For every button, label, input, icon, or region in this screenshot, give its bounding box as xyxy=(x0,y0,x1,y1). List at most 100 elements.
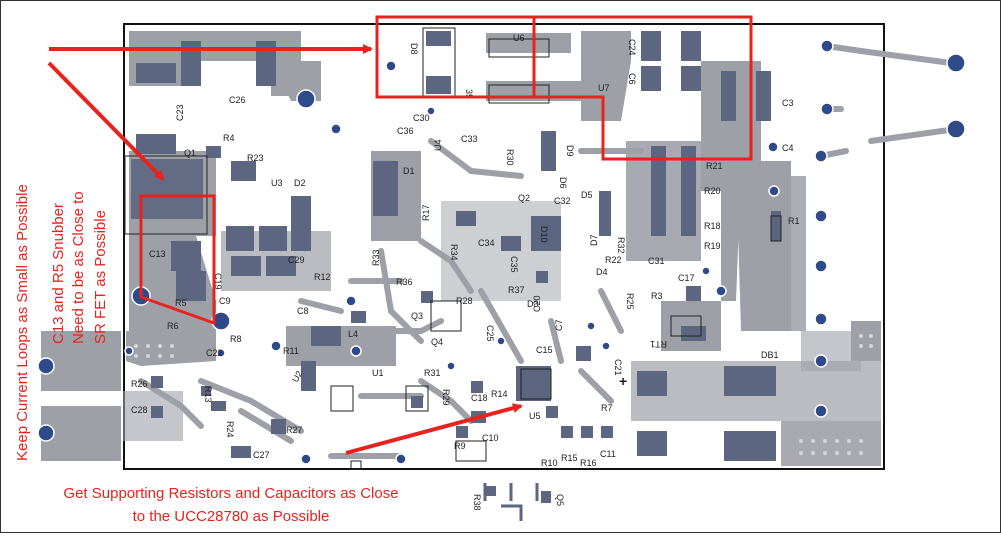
label-D8: D8 xyxy=(409,43,419,55)
label-R24: R24 xyxy=(225,421,235,438)
label-R7: R7 xyxy=(601,403,613,413)
label-C31: C31 xyxy=(648,256,665,266)
label-C27: C27 xyxy=(253,450,270,460)
label-C13: C13 xyxy=(149,249,166,259)
label-R9: R9 xyxy=(454,441,466,451)
label-C30: C30 xyxy=(413,113,430,123)
label-U4: U4 xyxy=(433,139,443,151)
label-R13: R13 xyxy=(203,386,213,403)
label-C6: C6 xyxy=(627,73,637,85)
label-D2: D2 xyxy=(294,178,306,188)
label-R27: R27 xyxy=(286,425,303,435)
q5-footprint xyxy=(483,483,539,521)
annotation-snubber-2: Need to be as Close to xyxy=(70,191,87,344)
label-R29: R29 xyxy=(441,389,451,406)
label-R36: R36 xyxy=(396,277,413,287)
thermal-via-array xyxy=(134,334,873,455)
label-C34: C34 xyxy=(478,238,495,248)
label-C3: C3 xyxy=(782,98,794,108)
label-R32: R32 xyxy=(616,237,626,254)
label-Q5: Q5 xyxy=(555,494,565,506)
label-C19: C19 xyxy=(213,273,223,290)
label-R33: R33 xyxy=(371,249,381,266)
label-C24: C24 xyxy=(627,39,637,56)
silkscreen-outlines xyxy=(124,27,782,470)
label-R11: R11 xyxy=(283,346,299,356)
label-R18: R18 xyxy=(704,221,721,231)
label-C23: C23 xyxy=(175,104,185,121)
label-R17: R17 xyxy=(421,204,431,221)
label-C28: C28 xyxy=(131,405,148,415)
label-C17: C17 xyxy=(678,273,695,283)
label-C32: C32 xyxy=(554,196,571,206)
label-R22: R22 xyxy=(605,255,622,265)
label-R38: R38 xyxy=(472,494,482,511)
label-R21: R21 xyxy=(706,161,723,171)
label-D1: D1 xyxy=(403,166,415,176)
label-R15: R15 xyxy=(561,453,578,463)
label-U5: U5 xyxy=(529,411,541,421)
label-R30: R30 xyxy=(505,149,515,166)
label-R26: R26 xyxy=(131,379,148,389)
traces xyxy=(138,43,959,459)
label-R16: R16 xyxy=(580,458,597,468)
label-R34: R34 xyxy=(449,244,459,261)
label-C20: C20 xyxy=(532,295,542,312)
label-C15: C15 xyxy=(536,345,553,355)
label-U6: U6 xyxy=(513,33,525,43)
label-R14: R14 xyxy=(491,389,508,399)
label-D7: D7 xyxy=(589,234,599,246)
highlight-box-snubber xyxy=(139,194,216,326)
label-U1: U1 xyxy=(372,368,384,378)
label-R12: R12 xyxy=(314,272,331,282)
label-R28: R28 xyxy=(456,296,473,306)
label-U3: U3 xyxy=(271,178,283,188)
label-C35: C35 xyxy=(509,256,519,273)
label-L4: L4 xyxy=(348,329,358,339)
label-Q1: Q1 xyxy=(184,148,196,158)
label-C26: C26 xyxy=(229,95,246,105)
annotation-snubber-1: C13 and R5 Snubber xyxy=(50,203,67,344)
designator-labels: D8 U6 C24 C6 U7 C3 C4 C26 C23 R4 Q1 R23 … xyxy=(131,33,800,511)
label-Q3: Q3 xyxy=(411,311,423,321)
label-DB1: DB1 xyxy=(761,350,779,360)
label-R25: R25 xyxy=(625,293,635,310)
label-C10: C10 xyxy=(482,433,499,443)
label-Q4: Q4 xyxy=(431,337,443,347)
label-R20: R20 xyxy=(704,186,721,196)
label-C18: C18 xyxy=(471,393,488,403)
highlight-box-top-right xyxy=(532,15,753,161)
annotation-text-left: Keep Current Loops as Small as Possible … xyxy=(14,184,109,461)
label-C25: C25 xyxy=(485,325,495,342)
label-R23: R23 xyxy=(247,153,264,163)
arrow-to-ucc28780 xyxy=(345,403,523,455)
component-pads xyxy=(131,31,781,503)
label-RT1: RT1 xyxy=(650,339,667,349)
label-C7: C7 xyxy=(554,319,564,331)
label-D4: D4 xyxy=(596,267,608,277)
label-C11: C11 xyxy=(600,449,616,459)
label-R19: R19 xyxy=(704,241,721,251)
arrow-to-q1 xyxy=(47,61,165,181)
label-R4: R4 xyxy=(223,133,235,143)
annotation-supporting-2: to the UCC28780 as Possible xyxy=(133,508,330,525)
label-R1: R1 xyxy=(788,216,800,226)
label-35: 35 xyxy=(464,89,474,99)
label-R5: R5 xyxy=(175,298,187,308)
label-U7: U7 xyxy=(598,83,610,93)
annotation-snubber-3: SR FET as Possible xyxy=(92,210,109,344)
annotation-arrows xyxy=(47,44,523,455)
label-C4: C4 xyxy=(782,143,794,153)
label-R31: R31 xyxy=(424,368,441,378)
label-C29: C29 xyxy=(288,255,305,265)
label-C21: C21 xyxy=(613,359,623,376)
annotation-current-loops: Keep Current Loops as Small as Possible xyxy=(14,184,31,461)
label-R37: R37 xyxy=(508,285,525,295)
label-R6: R6 xyxy=(167,321,179,331)
label-R3: R3 xyxy=(651,291,663,301)
label-Q2: Q2 xyxy=(518,193,530,203)
label-R8: R8 xyxy=(230,334,242,344)
label-plus: + xyxy=(619,373,627,389)
